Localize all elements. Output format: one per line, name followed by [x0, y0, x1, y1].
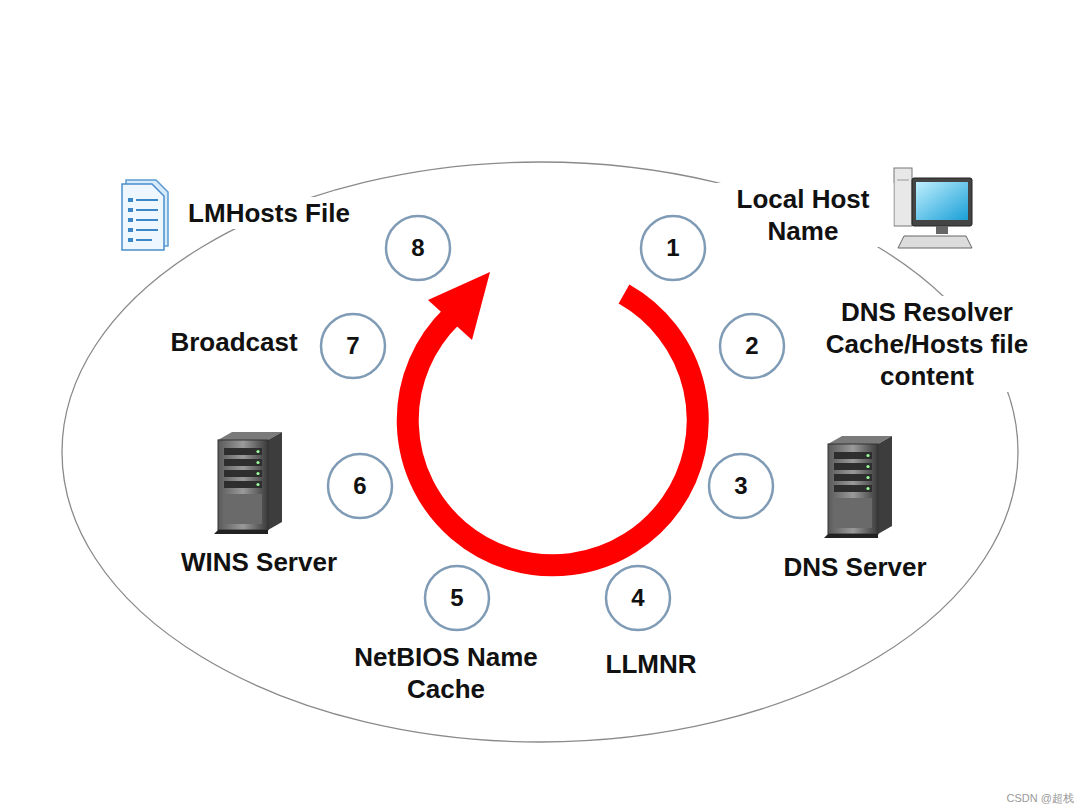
region-outline: [62, 162, 1018, 742]
computer-icon: [894, 168, 972, 248]
callout-number: 2: [718, 312, 786, 380]
step-label: DNS Resolver Cache/Hosts file content: [799, 296, 1055, 392]
step-circle: 5: [423, 564, 491, 632]
cycle-arrow: [408, 294, 698, 565]
step-label: LMHosts File: [185, 197, 353, 229]
step-label: NetBIOS Name Cache: [336, 641, 557, 705]
step-circle: 4: [604, 564, 672, 632]
step-label: Local Host Name: [713, 183, 894, 247]
callout-number: 7: [319, 312, 387, 380]
step-circle: 8: [384, 214, 452, 282]
step-label: Broadcast: [167, 326, 300, 358]
step-label: WINS Server: [178, 546, 340, 578]
cycle-arrowhead: [428, 272, 490, 340]
step-circle: 3: [707, 452, 775, 520]
callout-number: 4: [604, 564, 672, 632]
step-label: DNS Server: [780, 551, 929, 583]
callout-number: 3: [707, 452, 775, 520]
step-label: LLMNR: [603, 648, 700, 680]
step-circle: 2: [718, 312, 786, 380]
watermark: CSDN @超栈: [1007, 791, 1074, 806]
callout-number: 5: [423, 564, 491, 632]
callout-number: 1: [639, 214, 707, 282]
document-icon: [122, 180, 168, 250]
step-circle: 7: [319, 312, 387, 380]
step-circle: 1: [639, 214, 707, 282]
callout-number: 8: [384, 214, 452, 282]
step-circle: 6: [326, 452, 394, 520]
callout-number: 6: [326, 452, 394, 520]
